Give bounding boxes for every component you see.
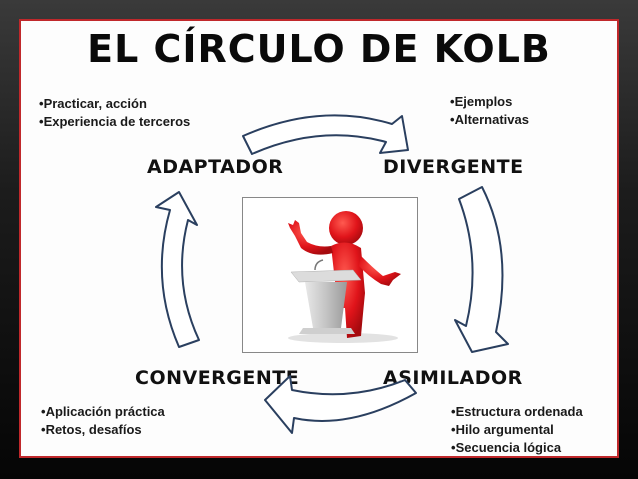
- diagram-title: EL CÍRCULO DE KOLB: [87, 27, 551, 71]
- speaker-figure-icon: [288, 211, 401, 343]
- bullet-item: Practicar, acción: [39, 95, 190, 113]
- speaker-podium-image: [242, 197, 418, 353]
- bullet-item: Secuencia lógica: [451, 439, 583, 457]
- stage-divergente: DIVERGENTE: [383, 156, 524, 178]
- bullet-item: Ejemplos: [450, 93, 529, 111]
- bullet-item: Alternativas: [450, 111, 529, 129]
- arrow-up-icon: [155, 191, 200, 348]
- diagram-panel: EL CÍRCULO DE KOLB Practicar, acción Exp…: [19, 19, 619, 458]
- asimilador-bullets: Estructura ordenada Hilo argumental Secu…: [451, 403, 583, 457]
- adaptador-bullets: Practicar, acción Experiencia de tercero…: [39, 95, 191, 131]
- bullet-item: Retos, desafíos: [41, 421, 165, 439]
- stage-asimilador: ASIMILADOR: [383, 367, 523, 389]
- bullet-item: Aplicación práctica: [41, 403, 165, 421]
- bullet-item: Experiencia de terceros: [39, 113, 191, 131]
- arrow-left-icon: [264, 375, 417, 434]
- stage-convergente: CONVERGENTE: [135, 367, 300, 389]
- bullet-item: Hilo argumental: [451, 421, 583, 439]
- stage-adaptador: ADAPTADOR: [147, 156, 284, 178]
- bullet-item: Estructura ordenada: [451, 403, 583, 421]
- arrow-right-icon: [242, 114, 409, 155]
- convergente-bullets: Aplicación práctica Retos, desafíos: [41, 403, 165, 439]
- arrow-down-icon: [454, 186, 509, 353]
- divergente-bullets: Ejemplos Alternativas: [450, 93, 529, 129]
